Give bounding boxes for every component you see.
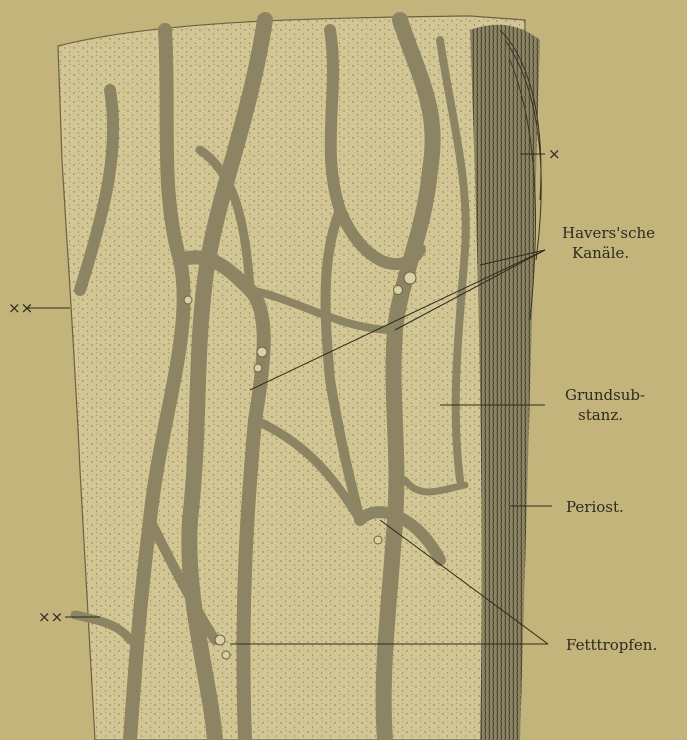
- label-grundsubstanz-line2: stanz.: [578, 406, 623, 424]
- label-havers-line1: Havers'sche: [562, 224, 655, 242]
- label-grundsubstanz-line1: Grundsub-: [565, 386, 645, 404]
- label-fetttropfen: Fetttropfen.: [566, 636, 657, 654]
- label-periost: Periost.: [566, 498, 624, 516]
- double-cross-marker-lower: ××: [38, 608, 63, 626]
- cross-marker-top: ×: [548, 145, 561, 163]
- double-cross-marker-upper: ××: [8, 299, 33, 317]
- label-havers-line2: Kanäle.: [572, 244, 629, 262]
